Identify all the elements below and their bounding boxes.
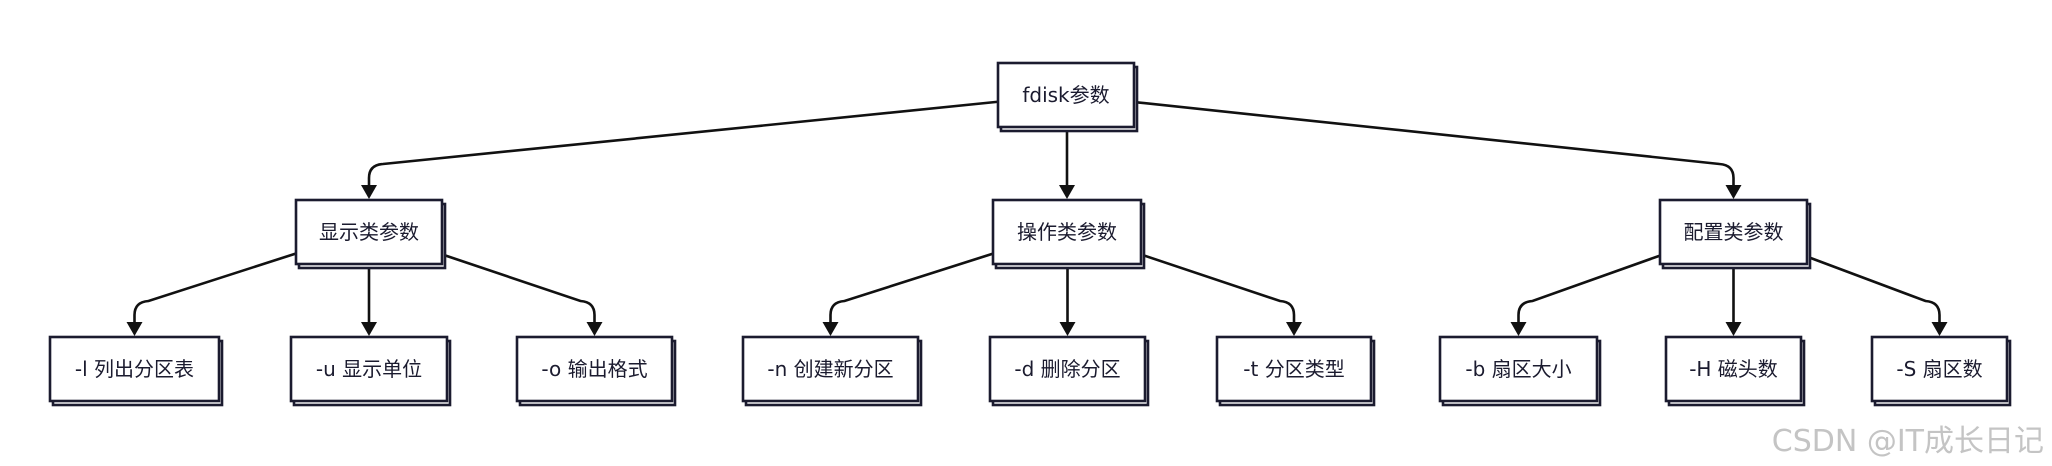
leaf-node-t: -t 分区类型	[1215, 335, 1376, 407]
node-label: 操作类参数	[1017, 220, 1117, 244]
leaf-node-l: -l 列出分区表	[48, 335, 224, 407]
edge-operate-to-t	[1140, 253, 1302, 336]
edge-display-to-o	[441, 253, 603, 336]
category-node-display: 显示类参数	[294, 198, 447, 270]
arrowhead	[822, 322, 839, 336]
watermark-text: CSDN @IT成长日记	[1771, 424, 2044, 459]
category-node-operate: 操作类参数	[991, 198, 1146, 270]
node-label: -n 创建新分区	[767, 357, 893, 381]
node-box	[991, 198, 1143, 266]
edge-operate-to-n	[822, 252, 994, 336]
root-node: fdisk参数	[996, 61, 1139, 133]
category-node-config: 配置类参数	[1658, 198, 1812, 270]
edge-config-to-S	[1806, 255, 1948, 336]
leaf-node-o: -o 输出格式	[515, 335, 677, 407]
edge-line	[1133, 100, 1735, 187]
arrowhead	[586, 322, 603, 336]
edge-display-to-u	[361, 264, 377, 336]
node-label: -u 显示单位	[316, 357, 422, 381]
leaf-node-u: -u 显示单位	[289, 335, 452, 407]
node-box	[988, 335, 1147, 403]
leaf-node-b: -b 扇区大小	[1438, 335, 1602, 407]
edge-line	[1140, 253, 1296, 324]
node-label: fdisk参数	[1022, 83, 1109, 107]
arrowhead	[361, 185, 377, 199]
node-box	[1215, 335, 1373, 403]
node-label: -o 输出格式	[541, 357, 647, 381]
node-box	[996, 61, 1136, 129]
node-box	[289, 335, 449, 403]
arrowhead	[1725, 185, 1742, 199]
arrowhead	[1286, 322, 1302, 336]
node-label: -S 扇区数	[1896, 357, 1982, 381]
node-box	[515, 335, 674, 403]
arrowhead	[1059, 185, 1075, 199]
leaf-node-H: -H 磁头数	[1664, 335, 1806, 407]
arrowhead	[1725, 322, 1742, 336]
leaf-node-S: -S 扇区数	[1870, 335, 2012, 407]
node-label: -H 磁头数	[1689, 357, 1778, 381]
node-box	[48, 335, 221, 403]
edge-operate-to-d	[1059, 264, 1076, 336]
node-box	[1658, 198, 1809, 266]
arrowhead	[1510, 322, 1527, 336]
edge-line	[133, 252, 297, 324]
node-label: 显示类参数	[319, 220, 419, 244]
node-box	[1438, 335, 1599, 403]
edge-line	[829, 252, 994, 324]
node-box	[741, 335, 920, 403]
edge-root-to-config	[1133, 100, 1742, 199]
edge-line	[441, 253, 596, 324]
leaf-node-n: -n 创建新分区	[741, 335, 923, 407]
arrowhead	[1059, 322, 1076, 336]
node-label: -b 扇区大小	[1465, 357, 1571, 381]
edge-line	[367, 100, 999, 187]
edge-line	[1517, 254, 1661, 324]
edge-config-to-b	[1510, 254, 1661, 336]
edge-line	[1806, 255, 1941, 324]
edges-layer	[126, 100, 1948, 336]
edge-root-to-display	[361, 100, 999, 199]
node-box	[1664, 335, 1803, 403]
node-label: -d 删除分区	[1014, 357, 1120, 381]
node-label: 配置类参数	[1684, 220, 1784, 244]
node-box	[1870, 335, 2009, 403]
arrowhead	[1931, 322, 1948, 336]
edge-root-to-operate	[1059, 127, 1075, 199]
arrowhead	[361, 322, 377, 336]
arrowhead	[126, 322, 143, 336]
node-label: -t 分区类型	[1243, 357, 1344, 381]
leaf-node-d: -d 删除分区	[988, 335, 1150, 407]
edge-config-to-H	[1725, 264, 1742, 336]
node-box	[294, 198, 444, 266]
edge-display-to-l	[126, 252, 297, 336]
node-label: -l 列出分区表	[75, 357, 194, 381]
